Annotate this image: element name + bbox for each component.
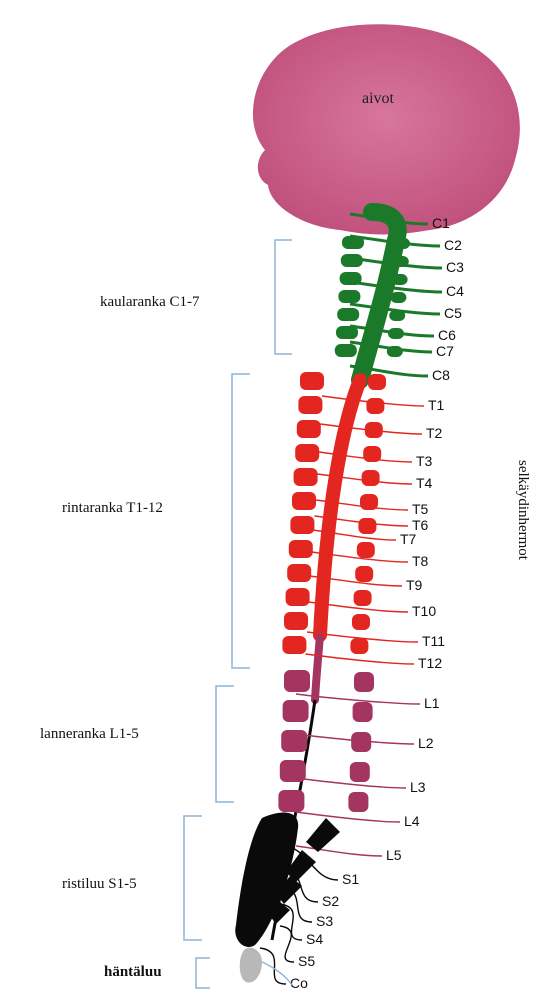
vertebra-lumbar-right-5: [348, 792, 368, 812]
vertebra-thoracic-right-8: [357, 542, 375, 558]
vertebra-lumbar-left-5: [278, 790, 304, 812]
nerve-label-c3: C3: [446, 259, 464, 275]
nerve-label-t10: T10: [412, 603, 436, 619]
vertebra-lumbar-right-2: [353, 702, 373, 722]
nerve-line-l5: [296, 846, 382, 856]
nerve-label-c6: C6: [438, 327, 456, 343]
vertebra-cervical-left-4: [338, 290, 360, 303]
nerve-label-t5: T5: [412, 501, 429, 517]
nerve-label-c1: C1: [432, 215, 450, 231]
bracket-sacral: [184, 816, 202, 940]
nerve-label-c4: C4: [446, 283, 464, 299]
region-label-thoracic: rintaranka T1-12: [62, 500, 163, 516]
nerve-label-t3: T3: [416, 453, 433, 469]
bracket-thoracic: [232, 374, 250, 668]
vertebra-thoracic-left-6: [292, 492, 316, 510]
vertebra-thoracic-left-4: [295, 444, 319, 462]
nerve-label-t7: T7: [400, 531, 417, 547]
nerve-label-t11: T11: [422, 633, 445, 649]
bracket-coccyx: [196, 958, 210, 988]
nerve-label-co: Co: [290, 975, 308, 991]
vertebra-thoracic-left-12: [282, 636, 306, 654]
vertebra-thoracic-right-12: [350, 638, 368, 654]
nerve-label-l1: L1: [424, 695, 440, 711]
vertebra-thoracic-left-2: [298, 396, 322, 414]
vertebra-thoracic-right-1: [368, 374, 386, 390]
vertebra-lumbar-left-1: [284, 670, 310, 692]
vertebra-thoracic-left-10: [286, 588, 310, 606]
region-label-cervical: kaularanka C1-7: [100, 294, 200, 310]
vertebra-lumbar-left-2: [283, 700, 309, 722]
vertebra-cervical-left-5: [337, 308, 359, 321]
vertebra-thoracic-left-11: [284, 612, 308, 630]
vertebra-thoracic-left-8: [289, 540, 313, 558]
vertebra-lumbar-right-4: [350, 762, 370, 782]
nerve-label-s1: S1: [342, 871, 359, 887]
nerve-label-s5: S5: [298, 953, 315, 969]
vertebra-thoracic-left-7: [290, 516, 314, 534]
vertebra-thoracic-right-2: [366, 398, 384, 414]
vertebra-thoracic-right-10: [354, 590, 372, 606]
vertebra-thoracic-right-11: [352, 614, 370, 630]
nerve-label-t2: T2: [426, 425, 443, 441]
nerve-label-l5: L5: [386, 847, 402, 863]
nerve-label-c8: C8: [432, 367, 450, 383]
nerve-label-s3: S3: [316, 913, 333, 929]
vertebra-thoracic-left-9: [287, 564, 311, 582]
nerve-line-co: [260, 948, 286, 984]
nerve-label-t12: T12: [418, 655, 442, 671]
nerve-label-l2: L2: [418, 735, 434, 751]
nerve-label-s2: S2: [322, 893, 339, 909]
nerve-line-l4: [296, 812, 400, 822]
vertebra-cervical-left-7: [335, 344, 357, 357]
bracket-cervical: [275, 240, 292, 354]
vertebra-lumbar-left-3: [281, 730, 307, 752]
region-label-lumbar: lanneranka L1-5: [40, 726, 139, 742]
nerve-label-l4: L4: [404, 813, 420, 829]
brain: aivot: [253, 24, 520, 234]
nerve-label-t4: T4: [416, 475, 433, 491]
nerve-label-t8: T8: [412, 553, 429, 569]
nerve-label-s4: S4: [306, 931, 323, 947]
vertebra-thoracic-left-5: [294, 468, 318, 486]
vertebra-cervical-right-3: [392, 274, 408, 285]
vertebrae-group: [278, 236, 410, 812]
vertebra-thoracic-right-7: [358, 518, 376, 534]
nerve-label-t1: T1: [428, 397, 445, 413]
bracket-lumbar: [216, 686, 234, 802]
nerve-label-c7: C7: [436, 343, 454, 359]
vertebra-thoracic-right-5: [362, 470, 380, 486]
vertebra-thoracic-left-3: [297, 420, 321, 438]
vertebra-lumbar-right-1: [354, 672, 374, 692]
nerve-label-t9: T9: [406, 577, 423, 593]
vertebra-cervical-right-4: [390, 292, 406, 303]
region-label-sacral: ristiluu S1-5: [62, 876, 137, 892]
nerve-label-c2: C2: [444, 237, 462, 253]
region-label-coccyx: häntäluu: [104, 964, 162, 980]
nerve-label-l3: L3: [410, 779, 426, 795]
coccyx: [240, 948, 292, 985]
vertebra-thoracic-right-9: [355, 566, 373, 582]
vertebra-thoracic-left-1: [300, 372, 324, 390]
nerve-label-c5: C5: [444, 305, 462, 321]
brain-label: aivot: [362, 90, 395, 107]
side-label: selkäydinhermot: [515, 460, 531, 561]
